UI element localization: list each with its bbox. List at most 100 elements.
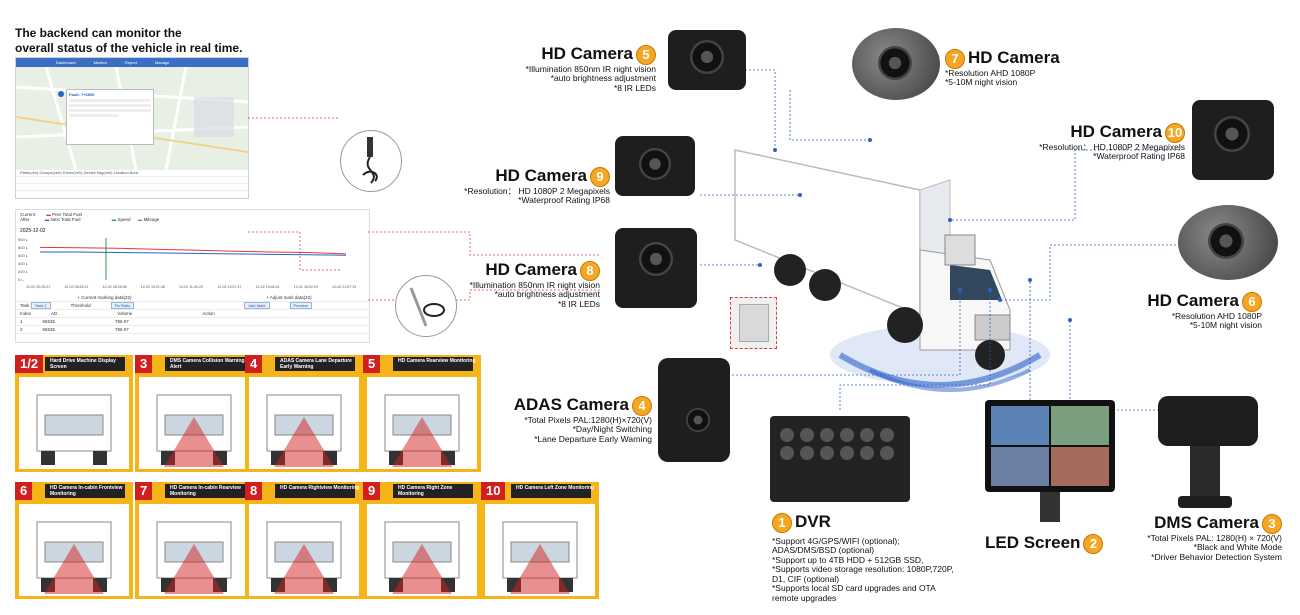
table-row[interactable] (16, 184, 248, 191)
camera-10-desc-2: *Waterproof Rating IP68 (1093, 151, 1185, 162)
dashboard-nav: Dashboard Monitor Report Manage (16, 58, 248, 67)
nav-monitor[interactable]: Monitor (93, 60, 107, 65)
nav-report[interactable]: Report (124, 60, 137, 65)
x-tick-label: 12-02 15:46:41 (256, 285, 280, 289)
legend-speed[interactable]: Speed (117, 217, 131, 222)
camera-4-desc-1: *Total Pixels PAL:1280(H)×720(V) (524, 414, 652, 425)
camera-4-desc-3: *Lane Departure Early Warning (534, 433, 652, 444)
tile-truck-illustration (249, 504, 359, 596)
x-tick-label: 12-02 08:25:48 (103, 285, 127, 289)
row-volume: 786.07 (115, 327, 129, 332)
tile-label-bg (45, 484, 125, 498)
x-tick-label: 12-02 10:21:48 (141, 285, 165, 289)
y-tick-label: 0 L (18, 277, 24, 282)
tile-label: HD Camera Rearview Monitoring (398, 358, 476, 364)
legend-prev-fuel[interactable]: Prev Total Fuel (52, 212, 82, 217)
tile-truck-illustration (249, 377, 359, 469)
fuel-tank-icon (739, 304, 769, 342)
table-row[interactable]: 1 65535 786.07 (16, 318, 369, 326)
table-row[interactable]: 2 65535 786.07 (16, 326, 369, 334)
col-volume: Volume (117, 311, 133, 316)
tank-select[interactable]: Tank 1 (30, 302, 51, 309)
led-screen-title: LED Screen (985, 533, 1081, 552)
y-tick-label: 400 L (18, 261, 29, 266)
camera-4-badge: 4 (632, 395, 652, 416)
dvr-desc-6: *Supports local SD card upgrades and OTA (772, 583, 936, 594)
tile-number: 4 (245, 355, 263, 373)
camera-10-badge: 10 (1165, 122, 1185, 143)
camera-10-image (1192, 100, 1274, 180)
camera-7-badge: 7 (945, 48, 965, 69)
camera-10-title: HD Camera (1070, 122, 1162, 141)
camera-8-desc-3: *8 IR LEDs (557, 298, 600, 309)
tile-label-bg (511, 484, 591, 498)
camera-7-desc-1: *Resolution AHD 1080P (945, 67, 1036, 78)
truck-illustration (734, 149, 1050, 392)
x-tick-label: 12-02 18:02:29 (294, 285, 318, 289)
y-tick-label: 800 L (18, 245, 29, 250)
marking-table: + Current marking data(22) + Adjust mark… (16, 294, 369, 342)
screen-stand-icon (1040, 492, 1060, 522)
row-index: 1 (20, 319, 23, 324)
camera-8-desc-1: *Illumination 850nm IR night vision (469, 279, 600, 290)
dvr-image (770, 416, 910, 502)
col-index: Index (20, 311, 32, 316)
fix-ratio-button[interactable]: Fix Ratio (110, 302, 135, 309)
current-marking-title: + Current marking data(22) (77, 295, 132, 300)
add-mark-button[interactable]: Add Mark (244, 302, 270, 309)
dvr-badge: 1 (772, 512, 792, 533)
camera-5-badge: 5 (636, 44, 656, 65)
camera-6-image (1178, 205, 1278, 280)
legend-after: After (20, 217, 30, 222)
tile-label: HD Camera In-cabin Frontview Monitoring (50, 485, 123, 497)
dms-camera-image (1158, 396, 1258, 514)
tile-label: HD Camera In-cabin Rearview Monitoring (170, 485, 241, 497)
fuel-chart-screenshot: Current ▬ Prev Total Fuel After ▬ Next T… (15, 209, 370, 343)
fuel-sensor-icon (395, 275, 457, 337)
legend-next-fuel[interactable]: Next Total Fuel (50, 217, 81, 222)
camera-4-image (658, 358, 730, 462)
tile-label-bg (165, 484, 245, 498)
nav-dashboard[interactable]: Dashboard (56, 60, 76, 65)
tile-label: DMS Camera Collision Warning Alert (170, 358, 245, 370)
camera-6-badge: 6 (1242, 291, 1262, 312)
series-line-1 (40, 251, 347, 256)
dvr-desc-2: ADAS/DMS/BSD (optional) (772, 545, 875, 556)
camera-4-desc-2: *Day/Night Switching (572, 424, 652, 435)
legend-mileage[interactable]: Mileage (143, 217, 160, 222)
nav-manage[interactable]: Manage (154, 60, 170, 65)
table-row[interactable] (16, 177, 248, 184)
intro-line-2: overall status of the vehicle in real ti… (15, 41, 243, 55)
row-ad: 65535 (42, 319, 56, 324)
tile-label-bg (393, 357, 473, 371)
camera-7-desc-2: *5-10M night vision (945, 77, 1018, 88)
legend-current: Current (20, 212, 36, 217)
camera-5-image (668, 30, 746, 90)
row-volume: 786.07 (115, 319, 129, 324)
intro-line-1: The backend can monitor the (15, 26, 182, 40)
tile-truck-illustration (367, 504, 477, 596)
vehicle-popup: Fault: 7+6890 (66, 89, 154, 145)
vehicle-map[interactable]: Fault: 7+6890 (16, 66, 248, 171)
tile-number: 10 (481, 482, 506, 500)
camera-8-image (615, 228, 697, 308)
x-tick-label: 12-02 00:25:21 (26, 285, 50, 289)
tile-label-bg (275, 357, 355, 371)
preview-button[interactable]: Preview (289, 302, 312, 309)
y-tick-label: 200 L (18, 269, 29, 274)
vehicle-table-header: Plate(veh) Groups(veh) Driver(veh) Devic… (16, 170, 248, 177)
dms-desc-3: *Driver Behavior Detection System (1151, 551, 1282, 562)
vehicle-marker-icon[interactable] (58, 91, 64, 97)
col-ad: AD (51, 311, 58, 316)
